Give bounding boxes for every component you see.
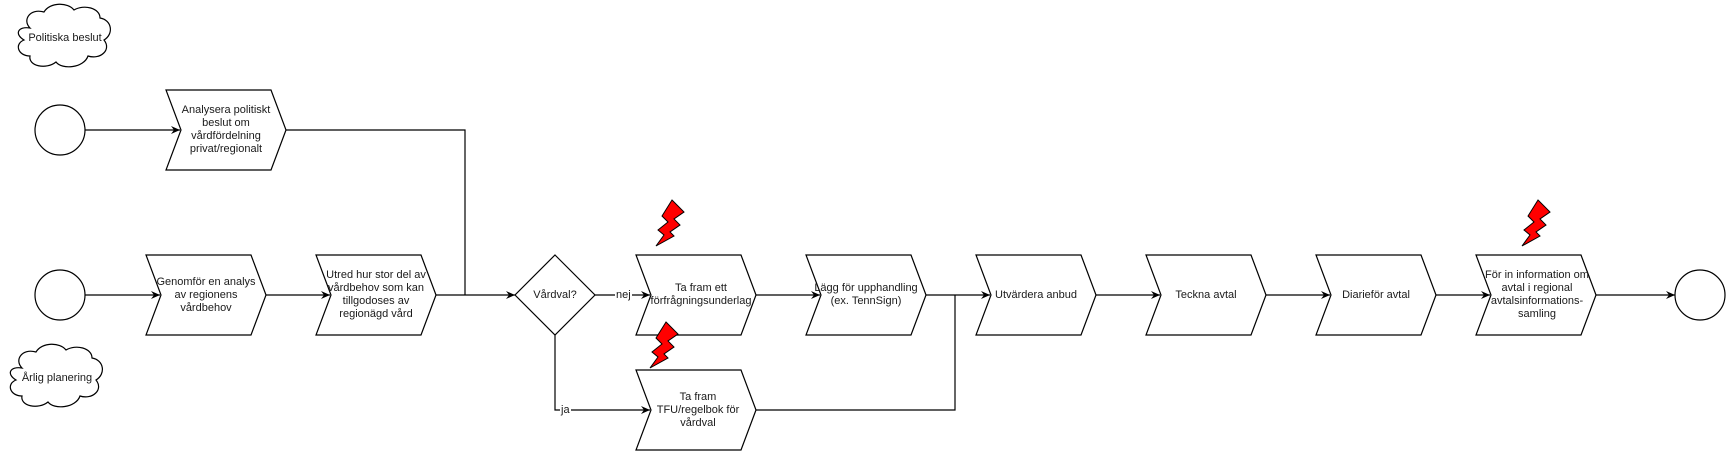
risk-lightning-icon [655, 199, 685, 247]
edge-analysera-to-decision [286, 129, 466, 295]
step-utred[interactable] [315, 254, 437, 336]
cloud-arlig-planering[interactable] [9, 343, 103, 408]
step-label-teckna: Teckna avtal [1175, 288, 1237, 301]
step-diarifor[interactable] [1315, 254, 1437, 336]
cloud-politiska-beslut[interactable] [17, 3, 111, 68]
step-label-tafram-ett: Ta fram ett förfrågningsunderlag [650, 282, 752, 307]
step-label-forin: För in information om avtal i regional a… [1485, 269, 1589, 320]
step-forin[interactable] [1475, 254, 1597, 336]
decision-label: Vårdval? [533, 288, 577, 301]
start-event-top[interactable] [34, 104, 86, 156]
edge-label-no: nej [615, 289, 632, 301]
edge-tfu-to-utvardera [756, 295, 956, 411]
step-label-analysera: Analysera politiskt beslut om vårdfördel… [181, 104, 271, 155]
decision-vardval[interactable] [514, 254, 596, 336]
edge-label-yes: ja [560, 404, 571, 416]
risk-lightning-icon [649, 321, 679, 369]
step-teckna[interactable] [1145, 254, 1267, 336]
step-genomfor[interactable] [145, 254, 267, 336]
start-event-bottom[interactable] [34, 269, 86, 321]
risk-lightning-icon [1521, 199, 1551, 247]
step-lagg[interactable] [805, 254, 927, 336]
step-label-lagg: Lägg för upphandling (ex. TennSign) [814, 282, 918, 307]
step-tafram-ett[interactable] [635, 254, 757, 336]
cloud-label-politiska-beslut: Politiska beslut [28, 31, 102, 44]
end-event[interactable] [1674, 269, 1726, 321]
step-label-tafram-tfu: Ta fram TFU/regelbok för vårdval [656, 390, 740, 429]
step-tafram-tfu[interactable] [635, 369, 757, 451]
step-analysera[interactable] [165, 89, 287, 171]
cloud-label-arlig-planering: Årlig planering [21, 371, 93, 384]
step-label-utvardera: Utvärdera anbud [995, 288, 1077, 301]
step-utvardera[interactable] [975, 254, 1097, 336]
edge-decision-yes [554, 335, 650, 414]
step-label-diarifor: Diarieför avtal [1342, 288, 1410, 301]
step-label-utred: Utred hur stor del av vårdbehov som kan … [326, 269, 426, 320]
step-label-genomfor: Genomför en analys av regionens vårdbeho… [156, 275, 256, 314]
